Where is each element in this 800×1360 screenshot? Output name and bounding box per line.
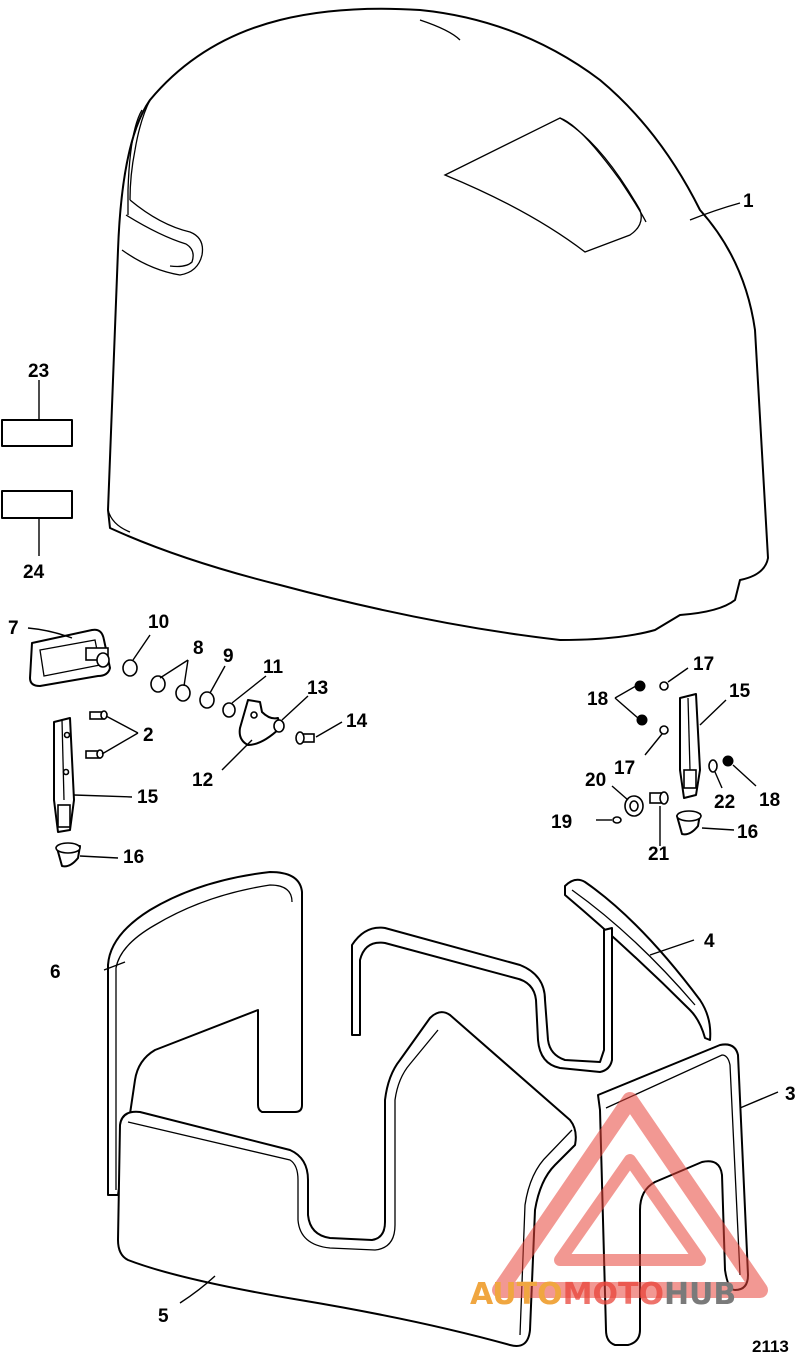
callout-16-left: 16 [123,847,144,868]
figure-number: 2113 [752,1337,789,1356]
latch-hook-12 [238,699,281,746]
callout-20: 20 [585,770,606,791]
callout-18-left: 18 [587,689,608,710]
watermark-text-auto: AUTO [470,1277,563,1312]
washer-10 [122,659,138,677]
callout-2: 2 [143,725,154,746]
callout-22: 22 [714,792,735,813]
nut-18b [636,714,648,726]
screw-14 [295,731,315,745]
leader-lines [27,202,779,1304]
callout-8: 8 [193,638,204,659]
watermark-text-moto: MOTO [563,1277,664,1312]
top-cowl [107,7,769,641]
callout-6: 6 [50,962,61,983]
callout-15-left: 15 [137,787,159,808]
callout-19: 19 [551,812,572,833]
decal-24 [1,490,73,519]
callout-7: 7 [8,618,19,639]
washer-9 [199,691,215,709]
callout-10: 10 [148,612,169,633]
callout-15-right: 15 [729,681,751,702]
washer-13 [273,719,285,733]
washer-22 [708,759,718,773]
callout-14: 14 [346,711,368,732]
callout-3: 3 [785,1084,796,1105]
latch-bracket-15-left [53,717,75,833]
callout-12: 12 [192,770,213,791]
nut-18a [634,680,646,692]
watermark-text: AUTOMOTOHUB [470,1277,736,1312]
callout-9: 9 [223,646,234,667]
callout-18-right: 18 [759,790,780,811]
callout-labels: 1 23 24 7 10 8 9 11 13 14 2 12 15 16 6 4… [8,191,796,1327]
callout-5: 5 [158,1306,169,1327]
callout-1: 1 [743,191,754,212]
washer-11 [222,702,236,718]
callout-4: 4 [704,931,715,952]
callout-11: 11 [263,657,284,678]
seal-5 [117,1011,577,1347]
callout-13: 13 [307,678,328,699]
decal-23 [1,419,73,447]
nut-18c [722,755,734,767]
seal-4 [564,878,712,1041]
bushing-8a [150,675,166,693]
bushing-8b [175,684,191,702]
callout-17-top: 17 [693,654,714,675]
seal-center-rear [351,926,613,1073]
washer-17b [659,725,669,735]
screws-2 [85,710,108,759]
callout-17-bottom: 17 [614,758,635,779]
callout-16-right: 16 [737,822,758,843]
grommet-16-left [55,842,81,868]
washer-17a [659,681,669,691]
watermark-logo-icon [492,1092,768,1298]
callout-21: 21 [648,844,670,865]
bushing-20 [624,795,644,817]
latch-handle-7 [29,628,111,687]
clip-19 [612,816,622,824]
latch-bracket-15-right [679,693,701,799]
watermark-text-hub: HUB [664,1277,736,1312]
callout-24: 24 [23,562,45,583]
grommet-16-right [676,810,702,836]
stud-21 [649,791,669,805]
seal-6 [107,871,303,1196]
callout-23: 23 [28,361,49,382]
